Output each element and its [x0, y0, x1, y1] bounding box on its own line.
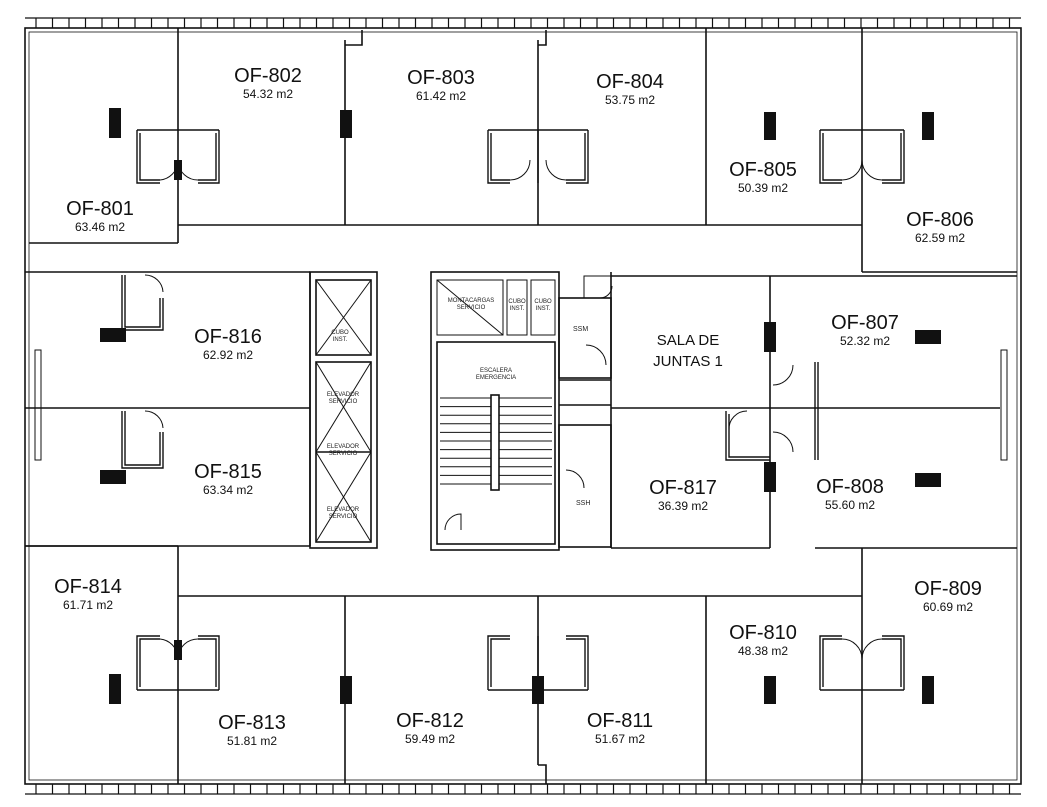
outer-wall-inner [28, 31, 1018, 781]
outer-wall [24, 27, 1022, 785]
facade-mullions [25, 17, 1021, 795]
